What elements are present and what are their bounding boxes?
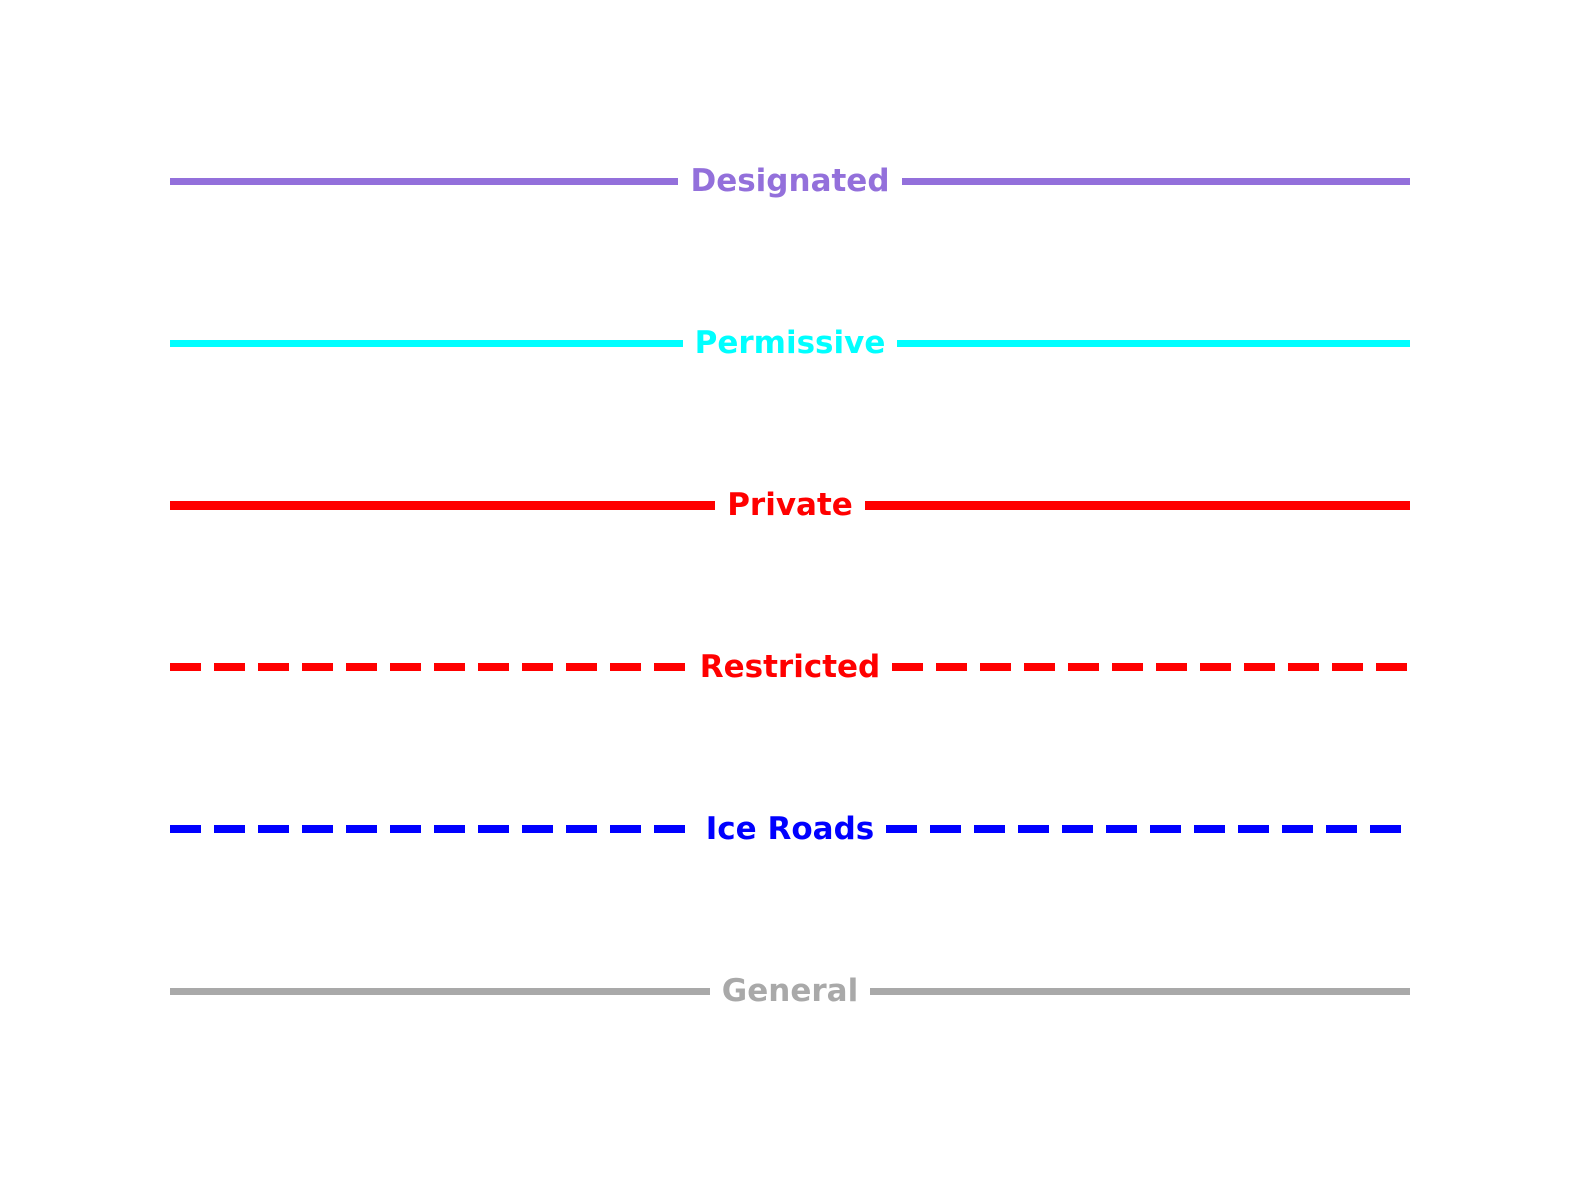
legend-label-restricted: Restricted [699, 648, 881, 685]
permissive-line-left [170, 339, 683, 347]
designated-line-left [170, 177, 679, 185]
legend-row-ice-roads: Ice Roads [170, 807, 1410, 851]
restricted-line-right [892, 663, 1410, 671]
general-line-left [170, 987, 710, 995]
legend-label-private: Private [727, 486, 853, 523]
restricted-line-left [170, 663, 688, 671]
private-line-left [170, 500, 716, 510]
private-line-right [864, 500, 1411, 510]
ice-roads-line-left [170, 825, 694, 833]
legend-label-ice-roads: Ice Roads [705, 810, 875, 847]
permissive-line-right [897, 339, 1411, 347]
legend-row-designated: Designated [170, 159, 1410, 203]
legend-label-permissive: Permissive [694, 324, 886, 361]
general-line-right [870, 987, 1410, 995]
designated-line-right [901, 177, 1410, 185]
ice-roads-line-right [886, 825, 1410, 833]
legend-label-designated: Designated [690, 162, 890, 199]
legend-row-general: General [170, 969, 1410, 1013]
legend-row-private: Private [170, 483, 1411, 527]
legend-row-restricted: Restricted [170, 645, 1410, 689]
legend-label-general: General [721, 972, 859, 1009]
legend-row-permissive: Permissive [170, 321, 1411, 365]
